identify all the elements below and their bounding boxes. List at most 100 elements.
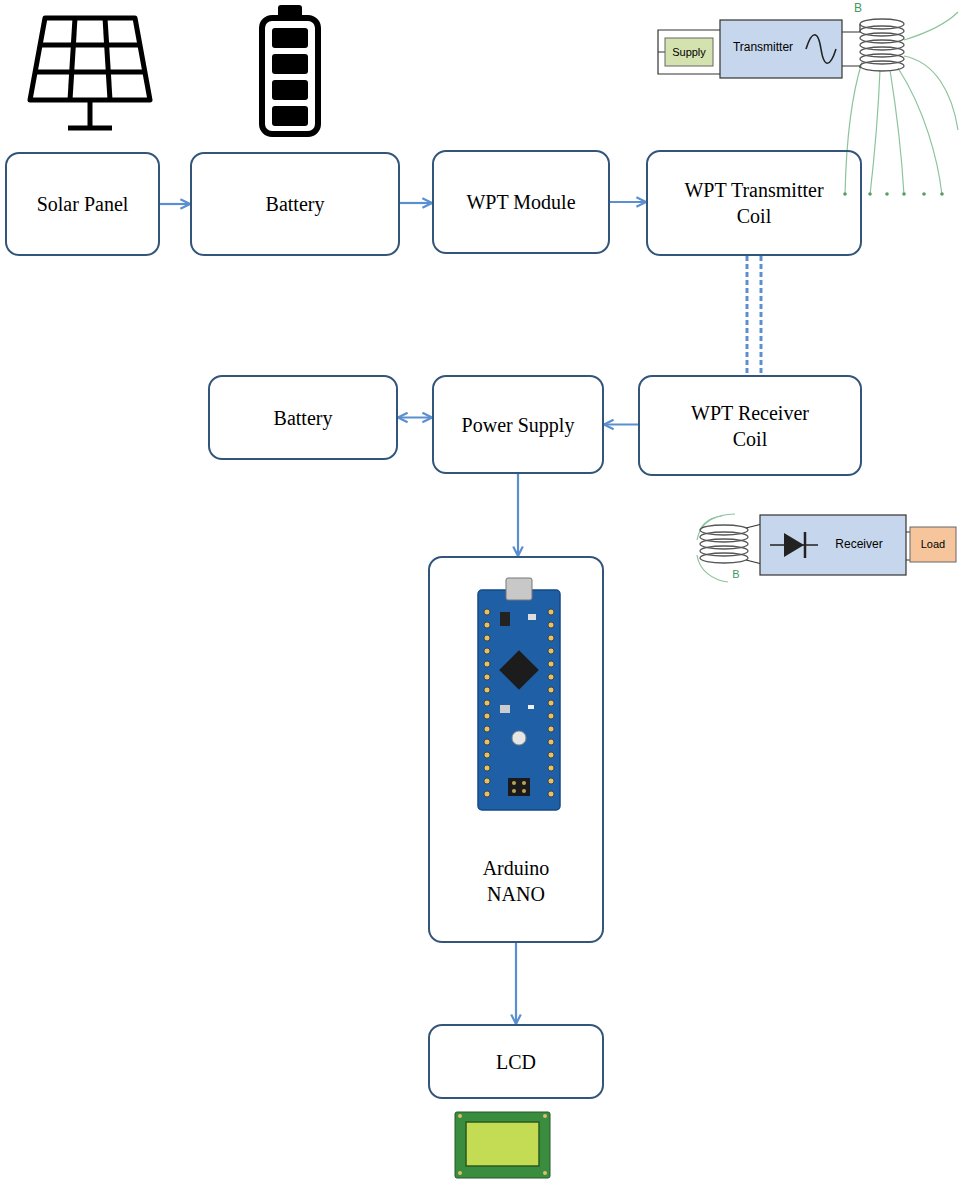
transmitter-illustration-part	[860, 19, 904, 71]
battery-icon-part	[272, 80, 308, 100]
arduino-nano-board-part-part	[484, 609, 490, 615]
connector	[398, 417, 432, 418]
illustration-label: B	[728, 566, 744, 582]
solar-panel-icon-part	[30, 18, 150, 100]
box-label: Battery	[274, 405, 333, 431]
lcd-module-part	[466, 1122, 539, 1166]
arduino-nano-board-part-part	[548, 713, 554, 719]
process-box: Battery	[190, 152, 400, 256]
process-box: Battery	[208, 375, 398, 460]
transmitter-illustration-part	[806, 35, 836, 64]
illustration-label: Receiver	[820, 534, 898, 556]
battery-icon-part	[272, 54, 308, 74]
box-label: Arduino NANO	[471, 855, 561, 907]
arduino-nano-board-part-part	[548, 609, 554, 615]
transmitter-illustration-part-part	[902, 192, 906, 196]
connector	[516, 943, 517, 1024]
arduino-nano-board-part-part	[484, 765, 490, 771]
solar-panel-icon-part	[35, 70, 145, 75]
receiver-illustration-part-part	[697, 555, 728, 582]
solar-panel-icon-part	[88, 100, 93, 126]
receiver-illustration-part	[700, 525, 748, 563]
transmitter-illustration-part	[658, 30, 722, 74]
battery-icon-part	[262, 18, 318, 134]
connector-line	[515, 943, 517, 1024]
box-label: Battery	[266, 191, 325, 217]
box-label: LCD	[496, 1049, 536, 1075]
receiver-illustration-part	[760, 515, 906, 575]
arduino-nano-board-part-part	[548, 674, 554, 680]
process-box: LCD	[428, 1024, 604, 1099]
battery-icon-part	[272, 28, 308, 48]
process-box: WPT Transmitter Coil	[646, 150, 862, 256]
illustration-label: Load	[910, 527, 956, 562]
process-box: WPT Receiver Coil	[638, 375, 862, 476]
connector	[400, 203, 432, 204]
transmitter-illustration-part	[665, 38, 713, 66]
arduino-nano-board-part-part	[512, 789, 516, 793]
illustration-label: B	[850, 1, 866, 17]
arduino-nano-board-part	[512, 731, 526, 745]
illustration-label: Transmitter	[722, 36, 804, 60]
connector-line	[160, 203, 190, 205]
transmitter-illustration-part-part	[885, 192, 889, 196]
arduino-nano-board-part-part	[548, 791, 554, 797]
arduino-nano-board-part-part	[484, 778, 490, 784]
arduino-nano-board-part-part	[484, 700, 490, 706]
arduino-nano-board-part-part	[484, 739, 490, 745]
transmitter-illustration-part-part	[870, 70, 880, 195]
connector-line	[746, 256, 749, 375]
connector	[160, 204, 190, 205]
lcd-module	[455, 1112, 550, 1178]
arduino-nano-board-part	[512, 781, 526, 793]
box-label: WPT Receiver Coil	[680, 400, 820, 452]
arduino-nano-board-part	[506, 578, 532, 600]
transmitter-illustration-part-part	[890, 70, 904, 195]
solar-panel-icon-part	[70, 18, 75, 100]
solar-panel-icon	[30, 18, 150, 128]
solar-panel-icon-part	[105, 18, 110, 100]
transmitter-illustration-part-part	[843, 192, 847, 196]
solar-panel-icon-part	[68, 126, 112, 131]
arduino-nano-board-part-part	[484, 726, 490, 732]
lcd-module-part-part	[458, 1171, 462, 1175]
arduino-nano-board-part-part	[548, 778, 554, 784]
arduino-nano-board-part-part	[484, 791, 490, 797]
connector	[610, 202, 646, 203]
transmitter-illustration-part	[720, 20, 842, 78]
lcd-module-part-part	[543, 1171, 547, 1175]
process-box: Arduino NANO	[428, 556, 604, 943]
arduino-nano-board-part-part	[548, 726, 554, 732]
arduino-nano-board-part-part	[484, 661, 490, 667]
arduino-nano-board-part-part	[548, 635, 554, 641]
arduino-nano-board-part-part	[548, 752, 554, 758]
transmitter-illustration-part-part	[904, 12, 958, 40]
connector-line	[400, 202, 432, 204]
box-label: WPT Transmitter Coil	[674, 177, 834, 229]
arduino-nano-board-part	[500, 612, 510, 626]
lcd-module-part	[455, 1112, 550, 1178]
lcd-module-part	[458, 1114, 547, 1175]
transmitter-illustration-part-part	[860, 61, 904, 71]
receiver-illustration-part-part	[700, 514, 735, 530]
arduino-nano-board-part-part	[484, 687, 490, 693]
battery-icon-part	[272, 106, 308, 126]
connector-line	[398, 416, 432, 418]
arduino-nano-board-part	[508, 778, 530, 796]
receiver-illustration	[697, 514, 956, 582]
connector-line	[604, 423, 638, 425]
box-label: Power Supply	[462, 412, 575, 438]
arduino-nano-board-part-part	[548, 661, 554, 667]
receiver-illustration-part	[804, 532, 807, 558]
box-label: Solar Panel	[37, 191, 129, 217]
arduino-nano-board-part	[478, 590, 560, 810]
transmitter-illustration-part-part	[845, 62, 862, 195]
arduino-nano-board-part-part	[484, 713, 490, 719]
connector	[518, 474, 519, 556]
connector-line	[517, 474, 519, 556]
arduino-nano-board-part-part	[484, 648, 490, 654]
arduino-nano-board-part-part	[484, 635, 490, 641]
